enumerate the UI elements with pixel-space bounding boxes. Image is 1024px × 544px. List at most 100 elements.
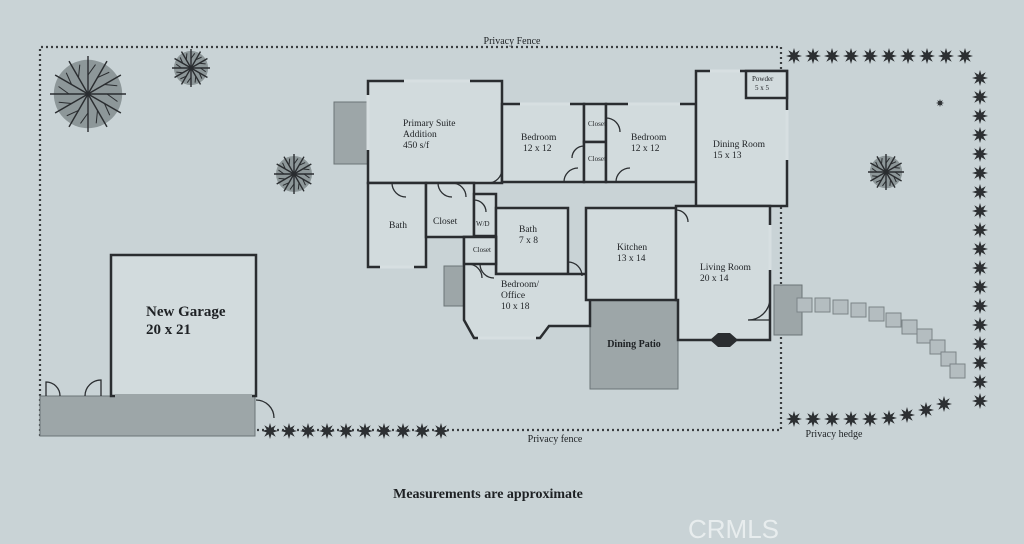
paver-stone xyxy=(940,351,957,367)
shrub-icon xyxy=(972,70,988,86)
trees xyxy=(50,49,904,194)
shrub-icon xyxy=(972,260,988,276)
shrub-icon xyxy=(972,374,988,390)
svg-text:10 x 18: 10 x 18 xyxy=(501,302,530,312)
svg-text:7 x 8: 7 x 8 xyxy=(519,236,538,246)
room-bedroom-2: Bedroom 12 x 12 xyxy=(631,133,667,154)
room-closet-a: Closet xyxy=(588,120,606,128)
shrub-icon xyxy=(972,279,988,295)
new-garage xyxy=(45,253,275,419)
svg-text:20 x 21: 20 x 21 xyxy=(146,322,191,338)
svg-text:5 x 5: 5 x 5 xyxy=(755,84,770,92)
shrub-icon xyxy=(805,411,821,427)
room-office: Bedroom/ Office 10 x 18 xyxy=(501,280,539,312)
svg-text:Kitchen: Kitchen xyxy=(617,243,647,253)
shrub-icon xyxy=(972,89,988,105)
shrub-icon xyxy=(899,407,915,423)
crmls-watermark: CRMLS xyxy=(688,514,779,544)
doors xyxy=(391,117,771,321)
room-bedroom-1: Bedroom 12 x 12 xyxy=(521,133,557,154)
shrub-icon xyxy=(972,165,988,181)
shrub-icon xyxy=(881,410,897,426)
fence-label-top: Privacy Fence xyxy=(484,36,541,47)
shrub-icon xyxy=(972,184,988,200)
svg-text:13 x 14: 13 x 14 xyxy=(617,254,646,264)
paver-stone xyxy=(868,306,885,322)
room-bath-primary: Bath xyxy=(389,221,407,231)
shrub-icon xyxy=(414,423,430,439)
tree-icon xyxy=(274,154,314,194)
shrub-icon xyxy=(957,48,973,64)
shrub-icon xyxy=(972,108,988,124)
stepping-stone-path xyxy=(796,297,966,379)
shrub-icon xyxy=(972,298,988,314)
paver-stone xyxy=(916,328,933,344)
svg-text:Powder: Powder xyxy=(752,75,774,83)
shrub-icon xyxy=(936,396,952,412)
svg-text:Addition: Addition xyxy=(403,130,437,140)
svg-text:Primary Suite: Primary Suite xyxy=(403,119,456,129)
shrub-icon xyxy=(972,222,988,238)
shrub-icon xyxy=(936,99,944,107)
room-living-room: Living Room 20 x 14 xyxy=(700,263,752,284)
shrub-icon xyxy=(972,203,988,219)
shrub-icon xyxy=(900,48,916,64)
shrub-icon xyxy=(972,317,988,333)
side-patio-office xyxy=(443,265,465,307)
room-powder: Powder 5 x 5 xyxy=(752,75,774,92)
paver-stone xyxy=(885,312,902,328)
room-closet-office: Closet xyxy=(473,246,491,254)
shrub-icon xyxy=(938,48,954,64)
shrub-icon xyxy=(972,127,988,143)
room-dining-room: Dining Room 15 x 13 xyxy=(713,140,766,161)
fence-label-bottom: Privacy fence xyxy=(528,434,583,445)
shrub-icon xyxy=(972,336,988,352)
room-garage: New Garage 20 x 21 xyxy=(146,304,226,338)
windows xyxy=(366,69,789,340)
shrub-icon xyxy=(357,423,373,439)
paver-stone xyxy=(949,363,966,379)
svg-text:12 x 12: 12 x 12 xyxy=(523,144,552,154)
shrub-icon xyxy=(918,402,934,418)
shrub-icon xyxy=(919,48,935,64)
shrub-icon xyxy=(972,393,988,409)
svg-text:Bedroom: Bedroom xyxy=(521,133,557,143)
shrub-icon xyxy=(824,411,840,427)
shrub-icon xyxy=(281,423,297,439)
svg-text:12 x 12: 12 x 12 xyxy=(631,144,660,154)
shrub-icon xyxy=(376,423,392,439)
shrub-icon xyxy=(824,48,840,64)
garage-apron xyxy=(39,395,256,437)
svg-text:Dining Room: Dining Room xyxy=(713,140,766,150)
svg-text:Office: Office xyxy=(501,290,525,301)
shrub-icon xyxy=(862,411,878,427)
tree-icon xyxy=(172,49,210,87)
svg-text:20 x 14: 20 x 14 xyxy=(700,274,729,284)
fireplace-icon xyxy=(710,333,738,347)
room-closet-primary: Closet xyxy=(433,217,458,227)
paver-stone xyxy=(929,339,946,355)
svg-text:Bedroom: Bedroom xyxy=(631,133,667,143)
room-bath-2: Bath 7 x 8 xyxy=(519,225,538,246)
house-walls xyxy=(366,69,789,342)
dining-patio xyxy=(589,299,679,390)
svg-text:New Garage: New Garage xyxy=(146,304,226,320)
measurements-note: Measurements are approximate xyxy=(393,487,583,502)
room-dining-patio: Dining Patio xyxy=(607,339,661,350)
shrub-icon xyxy=(433,423,449,439)
paver-stone xyxy=(796,297,813,313)
paver-stone xyxy=(901,319,918,335)
shrub-icon xyxy=(972,355,988,371)
svg-text:450 s/f: 450 s/f xyxy=(403,140,430,151)
shrub-icon xyxy=(786,411,802,427)
shrub-icon xyxy=(862,48,878,64)
shrub-icon xyxy=(786,48,802,64)
paver-stone xyxy=(832,299,849,315)
room-wd: W/D xyxy=(476,220,490,228)
shrub-icon xyxy=(972,146,988,162)
paver-stone xyxy=(850,302,867,318)
side-patio-west xyxy=(333,101,369,165)
paver-stone xyxy=(814,297,831,313)
shrub-icon xyxy=(338,423,354,439)
shrub-icon xyxy=(843,48,859,64)
